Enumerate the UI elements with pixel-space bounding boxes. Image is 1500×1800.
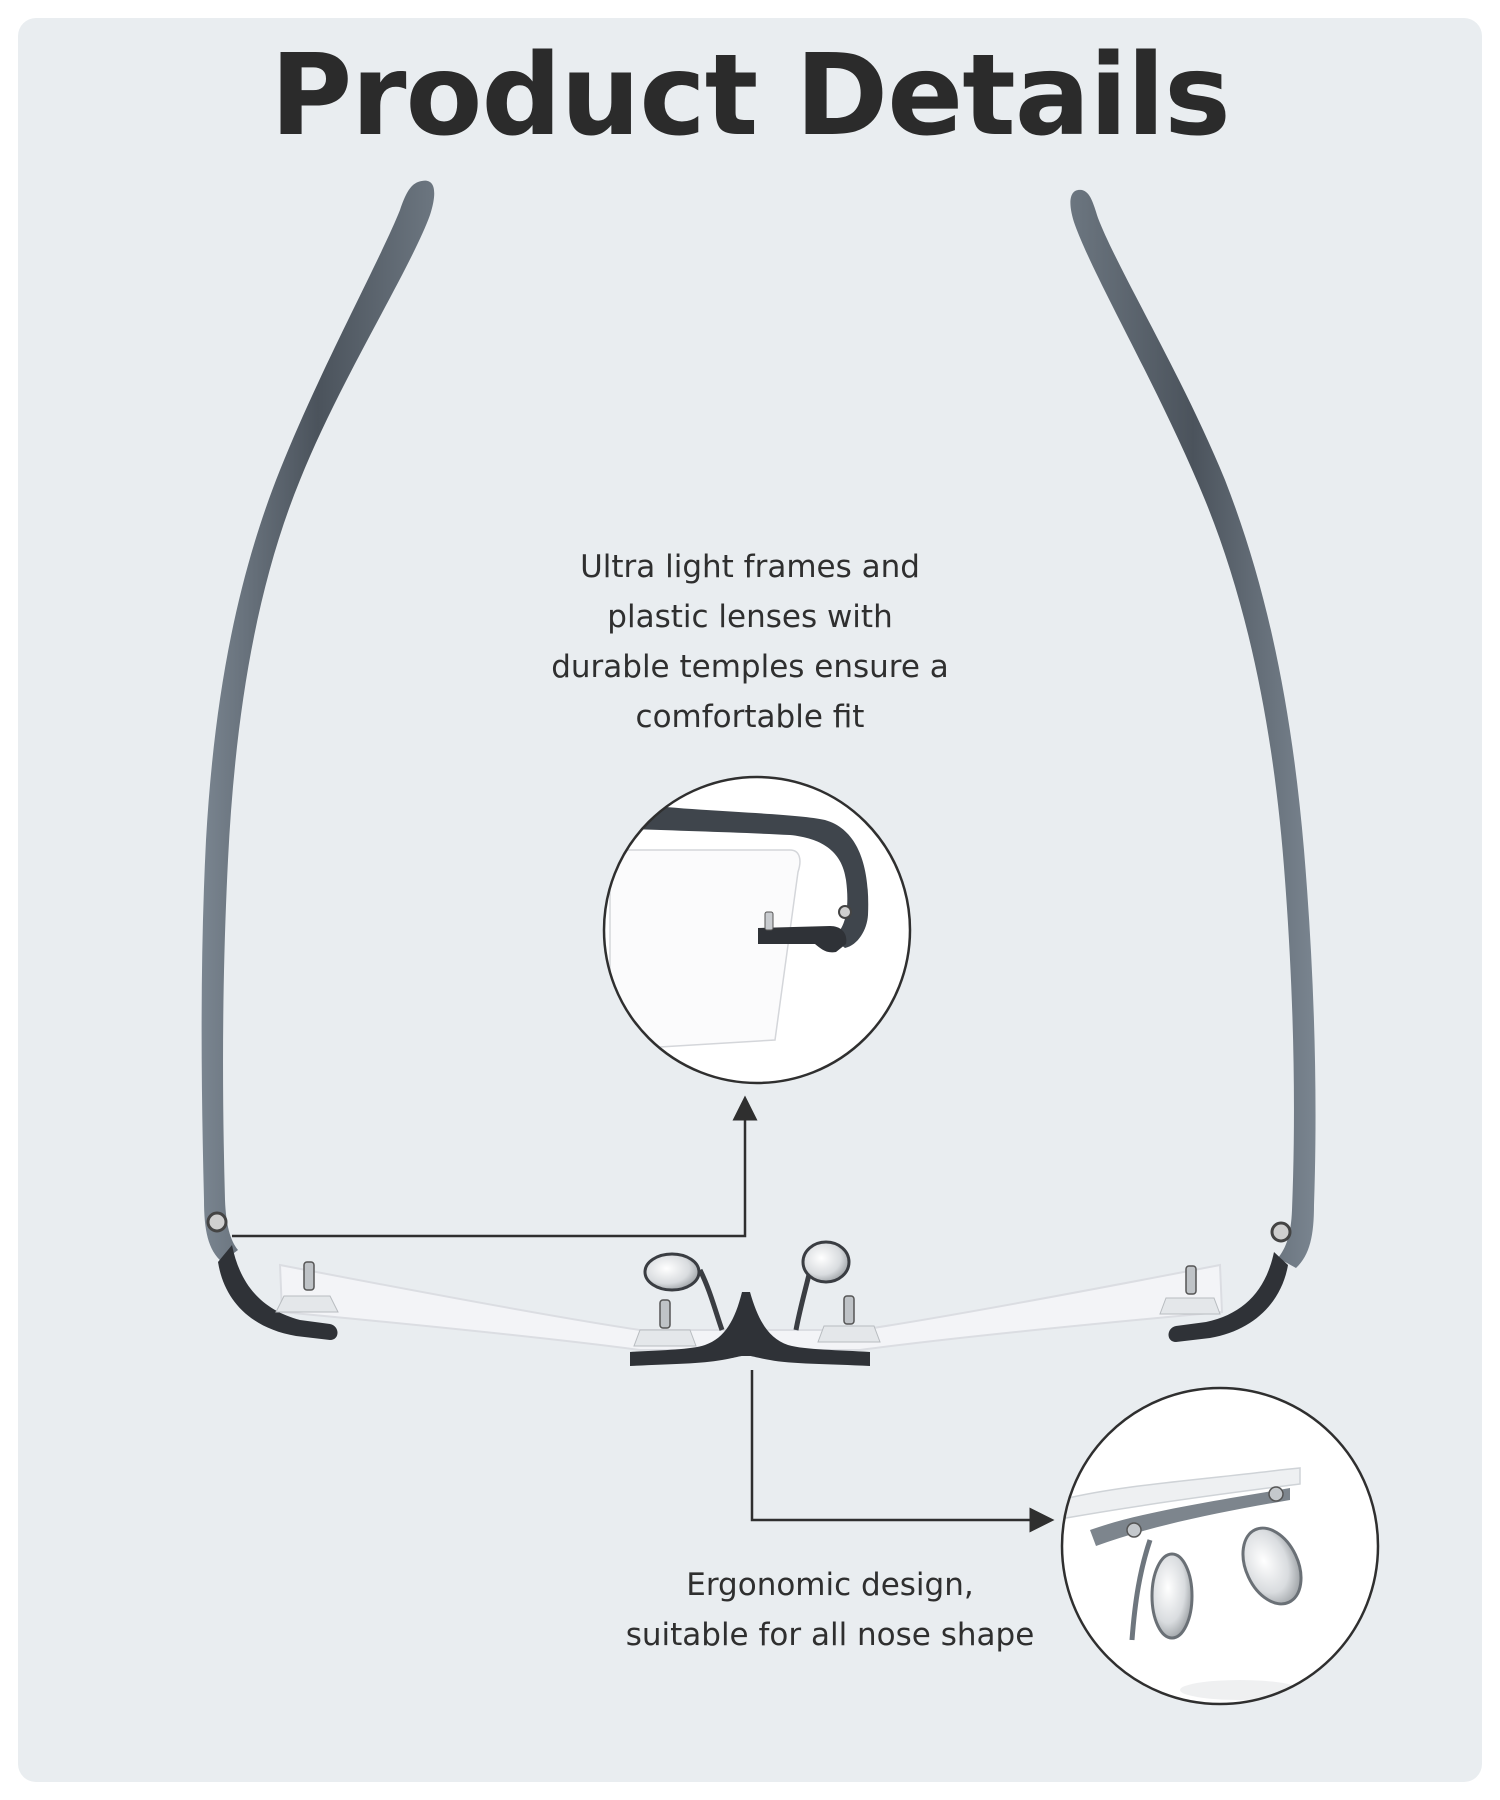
lens-screw-right-inner — [817, 1295, 881, 1343]
hinge-zoom-circle — [602, 775, 912, 1085]
nose-pad-zoom-circle — [1060, 1386, 1380, 1706]
caption-line: Ultra light frames and — [580, 549, 920, 585]
bridge-callout-connector — [750, 1370, 1055, 1533]
right-temple-arm — [1070, 189, 1316, 1268]
right-hinge-screw — [1270, 1221, 1292, 1243]
lens-screw-right-outer — [1159, 1265, 1221, 1315]
caption-line: durable temples ensure a — [551, 649, 949, 685]
right-end-piece — [1168, 1252, 1288, 1342]
left-temple-arm — [201, 180, 435, 1263]
left-hinge-screw — [206, 1211, 228, 1233]
lens-screw-left-inner — [633, 1299, 697, 1347]
left-pad-arm — [697, 1268, 725, 1331]
page-title: Product Details — [270, 31, 1231, 161]
caption-line: comfortable fit — [635, 699, 865, 735]
nose-pad-feature-caption: Ergonomic design, suitable for all nose … — [560, 1560, 1100, 1660]
caption-line: Ergonomic design, — [686, 1567, 974, 1603]
lens — [278, 1263, 1224, 1351]
hinge-callout-connector — [232, 1095, 758, 1238]
frame-feature-caption: Ultra light frames and plastic lenses wi… — [450, 542, 1050, 742]
nose-bridge — [630, 1292, 870, 1366]
caption-line: suitable for all nose shape — [625, 1617, 1035, 1653]
right-nose-pad — [801, 1240, 851, 1284]
left-nose-pad — [643, 1252, 701, 1292]
caption-line: plastic lenses with — [607, 599, 893, 635]
lens-screw-left-outer — [275, 1261, 339, 1313]
left-end-piece — [218, 1245, 338, 1340]
